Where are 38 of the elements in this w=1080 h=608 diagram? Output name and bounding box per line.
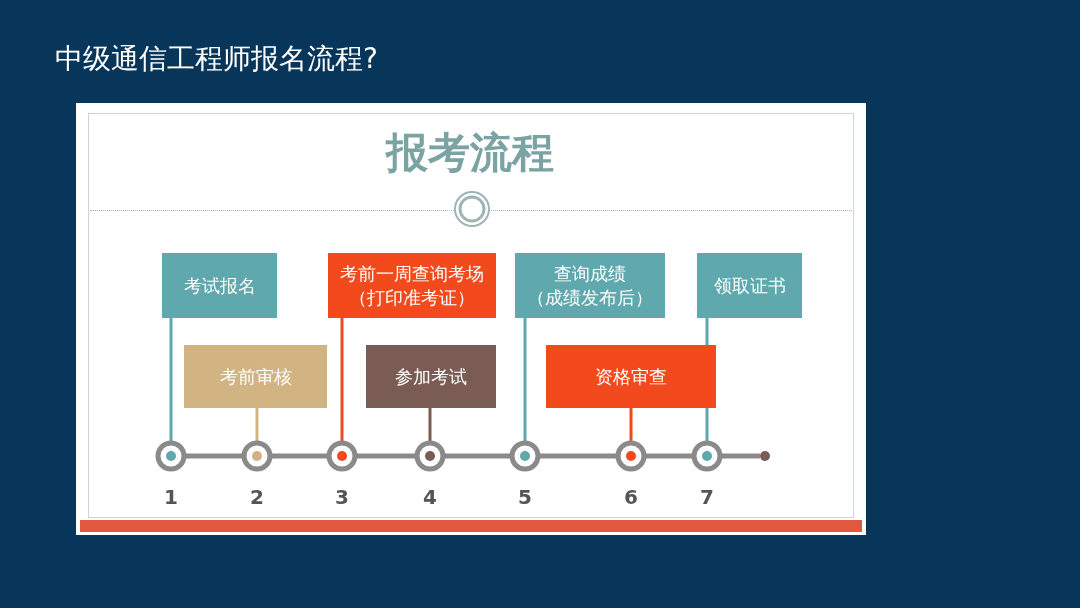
- step-box: [366, 345, 496, 408]
- step-label: 资格审查: [595, 364, 667, 389]
- slide-title: 中级通信工程师报名流程?: [55, 41, 378, 77]
- step-number: 5: [517, 485, 533, 509]
- panel-heading: 报考流程: [384, 127, 555, 179]
- leader-line: [255, 408, 259, 442]
- timeline-segment: [185, 453, 243, 459]
- step-number: 2: [249, 485, 265, 509]
- timeline-segment: [271, 453, 328, 459]
- step-label: （打印准考证）: [349, 285, 475, 310]
- step-label: 考试报名: [183, 273, 256, 298]
- step-box: [697, 253, 802, 318]
- step-label: （成绩发布后）: [527, 285, 653, 310]
- timeline-segment: [539, 453, 617, 459]
- step-box: [184, 345, 327, 408]
- leader-line: [523, 318, 527, 442]
- step-number: 1: [163, 485, 179, 509]
- timeline-segment: [444, 453, 511, 459]
- step-label: 考前审核: [219, 364, 292, 389]
- step-number: 7: [699, 485, 715, 509]
- timeline-segment: [645, 453, 693, 459]
- step-label: 查询成绩: [554, 261, 626, 286]
- timeline-segment: [721, 453, 760, 459]
- leader-line: [629, 408, 633, 442]
- leader-line: [340, 318, 344, 442]
- leader-line: [428, 408, 432, 442]
- step-box: [162, 253, 277, 318]
- leader-line: [169, 318, 173, 442]
- step-number: 3: [334, 485, 350, 509]
- timeline-segment: [356, 453, 416, 459]
- step-box: [328, 253, 496, 318]
- step-box: [546, 345, 716, 408]
- step-number: 4: [422, 485, 438, 509]
- step-label: 领取证书: [713, 273, 786, 298]
- step-label: 考前一周查询考场: [340, 261, 484, 286]
- step-number: 6: [623, 485, 639, 509]
- step-box: [515, 253, 665, 318]
- step-label: 参加考试: [395, 364, 467, 389]
